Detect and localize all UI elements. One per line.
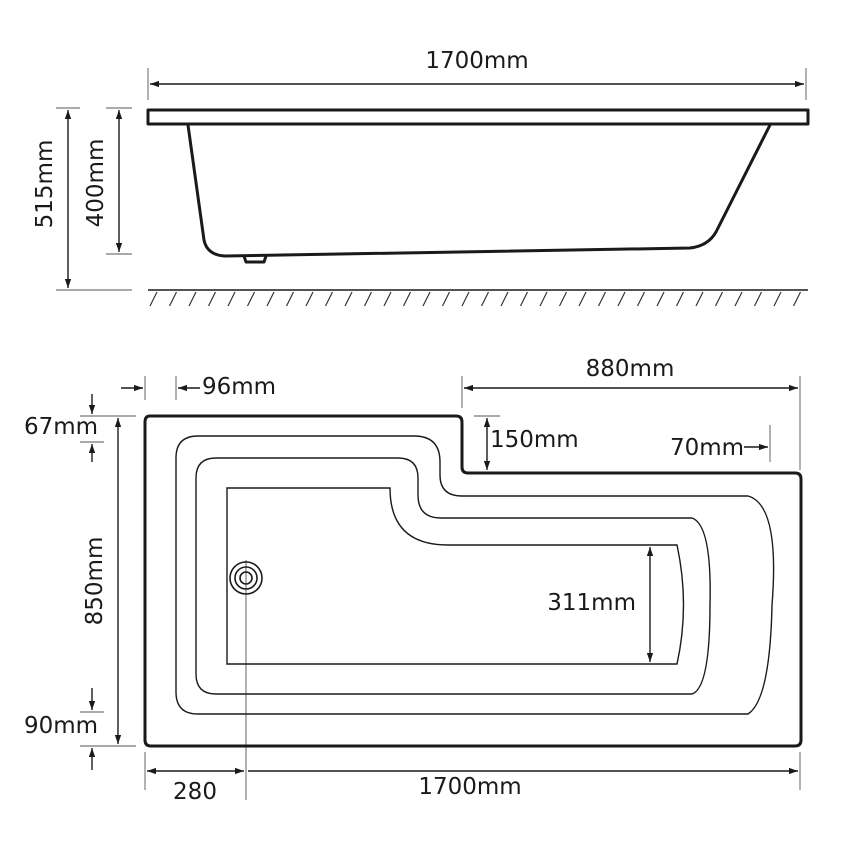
rim-width-label: 96mm — [202, 374, 276, 400]
hatch-mark — [168, 291, 178, 307]
hatch-mark — [519, 291, 529, 307]
hatch-mark — [734, 291, 743, 307]
bath-body-profile — [186, 124, 772, 258]
hatch-mark — [558, 291, 568, 307]
waste-outlet-icon — [229, 561, 263, 595]
plan-length-label: 1700mm — [418, 774, 521, 800]
hatch-mark — [636, 291, 646, 307]
hatch-mark — [597, 291, 607, 307]
hatch-mark — [266, 291, 275, 307]
top-rim-label: 67mm — [24, 414, 98, 440]
hatch-mark — [344, 291, 353, 307]
plan-view: 96mm 880mm 150mm 70mm 67mm 850mm 90mm — [24, 356, 803, 805]
hatch-mark — [539, 291, 548, 307]
bath-rim-profile — [146, 108, 810, 126]
hatch-mark — [617, 291, 626, 307]
total-height-label: 515mm — [32, 140, 58, 229]
bath-outer-rim — [143, 414, 803, 748]
hatch-mark — [578, 291, 587, 307]
bath-bowl — [195, 457, 711, 695]
hatch-mark — [695, 291, 704, 307]
hatch-mark — [188, 291, 197, 307]
hatch-mark — [792, 291, 802, 307]
hatch-mark — [383, 291, 392, 307]
hatch-mark — [363, 291, 373, 307]
hatch-mark — [500, 291, 509, 307]
side-length-label: 1700mm — [425, 48, 528, 74]
shower-section-label: 880mm — [586, 356, 675, 382]
step-depth-label: 150mm — [490, 427, 579, 453]
hatch-mark — [441, 291, 451, 307]
hatch-mark — [246, 291, 256, 307]
hatch-mark — [714, 291, 724, 307]
inner-width-label: 311mm — [547, 590, 636, 616]
bath-depth-label: 400mm — [83, 139, 109, 228]
hatch-mark — [675, 291, 685, 307]
hatch-mark — [773, 291, 782, 307]
hatch-mark — [305, 291, 314, 307]
bath-inner-lip — [175, 435, 775, 715]
bath-floor — [226, 487, 685, 665]
floor-hatching — [149, 291, 802, 307]
hatch-mark — [753, 291, 763, 307]
hatch-mark — [207, 291, 217, 307]
hatch-mark — [227, 291, 236, 307]
hatch-mark — [324, 291, 334, 307]
hatch-mark — [422, 291, 431, 307]
waste-outlet-profile — [242, 255, 268, 264]
side-elevation: 1700mm 515mm 400mm — [32, 48, 810, 307]
hatch-mark — [402, 291, 412, 307]
overall-width-label: 850mm — [82, 537, 108, 626]
waste-offset-label: 280 — [173, 779, 217, 805]
end-rim-label: 70mm — [670, 435, 744, 461]
hatch-mark — [480, 291, 490, 307]
hatch-mark — [461, 291, 470, 307]
hatch-mark — [285, 291, 295, 307]
bottom-rim-label: 90mm — [24, 713, 98, 739]
hatch-mark — [656, 291, 665, 307]
hatch-mark — [149, 291, 158, 307]
